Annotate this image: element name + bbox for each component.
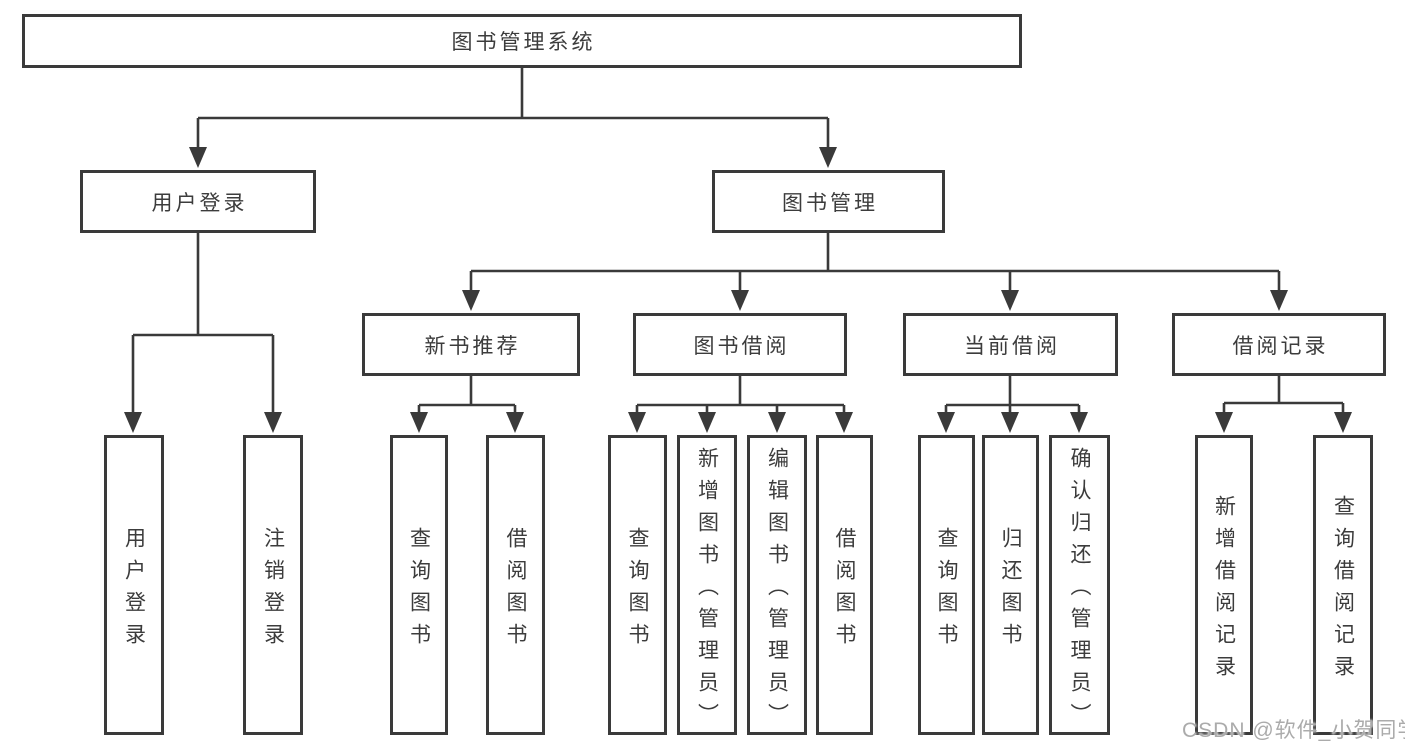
leaf-current-confirm-return-admin-label: 确认归还（管理员）: [1068, 446, 1091, 735]
leaf-records-query-record: 查询借阅记录: [1313, 435, 1373, 735]
leaf-borrow-edit-book-admin: 编辑图书（管理员）: [747, 435, 807, 735]
leaf-recommend-borrow-book: 借阅图书: [486, 435, 545, 735]
leaf-recommend-borrow-book-label: 借阅图书: [504, 526, 527, 655]
leaf-current-return-book-label: 归还图书: [999, 526, 1022, 655]
node-new-book-recommend: 新书推荐: [362, 313, 580, 376]
leaf-borrow-query-book: 查询图书: [608, 435, 667, 735]
down-arrowhead: [819, 147, 837, 168]
connector-paths: [131, 68, 1345, 416]
leaf-recommend-query-book: 查询图书: [390, 435, 448, 735]
leaf-records-add-record-label: 新增借阅记录: [1212, 494, 1236, 687]
leaf-borrow-borrow-book-label: 借阅图书: [833, 526, 856, 655]
node-borrow-records: 借阅记录: [1172, 313, 1386, 376]
node-current-borrow-label: 当前借阅: [964, 334, 1060, 358]
leaf-current-confirm-return-admin: 确认归还（管理员）: [1049, 435, 1110, 735]
edge-borrow-records-to-leaves: [1222, 376, 1345, 416]
edge-book-management-to-level3: [469, 233, 1281, 294]
down-arrowhead: [124, 412, 142, 433]
node-borrow-records-label: 借阅记录: [1232, 334, 1329, 358]
edge-new-book-to-leaves: [417, 376, 517, 416]
down-arrowhead: [462, 290, 480, 311]
leaf-records-add-record: 新增借阅记录: [1195, 435, 1253, 735]
leaf-borrow-edit-book-admin-label: 编辑图书（管理员）: [765, 446, 789, 735]
leaf-recommend-query-book-label: 查询图书: [407, 526, 431, 655]
down-arrowhead: [1334, 412, 1352, 433]
node-root-label: 图书管理系统: [451, 31, 596, 54]
down-arrowhead: [506, 412, 524, 433]
leaf-borrow-query-book-label: 查询图书: [626, 526, 649, 655]
leaf-current-query-book: 查询图书: [918, 435, 975, 735]
down-arrowhead: [264, 412, 282, 433]
leaf-borrow-add-book-admin-label: 新增图书（管理员）: [695, 446, 719, 735]
leaf-borrow-borrow-book: 借阅图书: [816, 435, 873, 735]
leaf-logout: 注销登录: [243, 435, 303, 735]
leaf-logout-label: 注销登录: [261, 526, 285, 655]
down-arrowhead: [698, 412, 716, 433]
leaf-borrow-add-book-admin: 新增图书（管理员）: [677, 435, 737, 735]
node-book-borrow: 图书借阅: [633, 313, 847, 376]
down-arrowhead: [1270, 290, 1288, 311]
node-root: 图书管理系统: [22, 14, 1022, 68]
down-arrowhead: [1001, 290, 1019, 311]
node-new-book-recommend-label: 新书推荐: [424, 334, 521, 358]
edge-user-login-to-leaves: [131, 233, 275, 416]
down-arrowhead: [731, 290, 749, 311]
leaf-user-login-label: 用户登录: [122, 526, 146, 655]
node-user-login-label: 用户登录: [151, 191, 248, 215]
edge-current-borrow-to-leaves: [944, 376, 1081, 416]
down-arrowhead: [1215, 412, 1233, 433]
down-arrowhead: [835, 412, 853, 433]
node-book-management-label: 图书管理: [782, 191, 878, 215]
down-arrowhead: [1001, 412, 1019, 433]
leaf-records-query-record-label: 查询借阅记录: [1331, 494, 1355, 687]
leaf-current-return-book: 归还图书: [982, 435, 1039, 735]
arrowheads: [124, 147, 1352, 433]
down-arrowhead: [628, 412, 646, 433]
leaf-user-login: 用户登录: [104, 435, 164, 735]
edge-book-borrow-to-leaves: [635, 376, 846, 416]
down-arrowhead: [937, 412, 955, 433]
edge-root-to-level2: [196, 68, 830, 150]
down-arrowhead: [768, 412, 786, 433]
down-arrowhead: [410, 412, 428, 433]
csdn-watermark: CSDN @软件_小贺同学: [1182, 719, 1405, 742]
node-user-login: 用户登录: [80, 170, 316, 233]
leaf-current-query-book-label: 查询图书: [935, 526, 958, 655]
node-current-borrow: 当前借阅: [903, 313, 1118, 376]
down-arrowhead: [189, 147, 207, 168]
node-book-borrow-label: 图书借阅: [693, 334, 790, 358]
node-book-management: 图书管理: [712, 170, 945, 233]
down-arrowhead: [1070, 412, 1088, 433]
